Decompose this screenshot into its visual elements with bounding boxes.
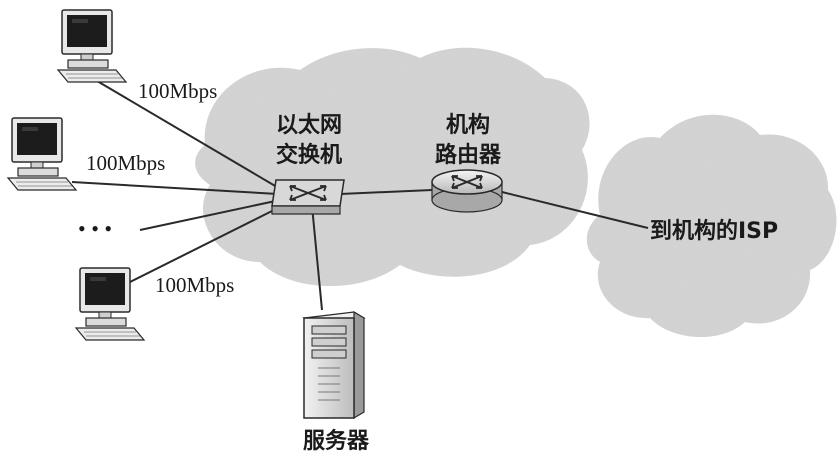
link-switch-to-router bbox=[339, 189, 433, 195]
router-label-line-2: 路由器 bbox=[435, 142, 502, 168]
institution-router-icon bbox=[431, 169, 503, 213]
ethernet-switch-icon bbox=[271, 179, 345, 215]
server-tower-icon bbox=[302, 310, 366, 420]
more-hosts-ellipsis: • • • bbox=[78, 216, 112, 241]
link-speed-label-3: 100Mbps bbox=[155, 273, 234, 297]
pc-icon-2 bbox=[7, 117, 77, 191]
link-pc-1-to-switch bbox=[91, 77, 283, 191]
link-pc-3-to-switch bbox=[121, 205, 283, 287]
link-switch-to-server bbox=[311, 205, 323, 311]
isp-cloud bbox=[586, 114, 837, 338]
link-ellipsis-to-switch bbox=[139, 199, 281, 231]
switch-label-line-2: 交换机 bbox=[276, 142, 342, 168]
router-label-line-1: 机构 bbox=[446, 112, 490, 138]
pc-icon-3 bbox=[75, 267, 145, 341]
link-speed-label-1: 100Mbps bbox=[138, 79, 217, 103]
pc-icon-1 bbox=[57, 9, 127, 83]
link-router-to-isp bbox=[501, 191, 649, 229]
link-pc-2-to-switch bbox=[71, 181, 279, 195]
link-speed-label-2: 100Mbps bbox=[86, 151, 165, 175]
isp-label: 到机构的ISP bbox=[650, 218, 778, 244]
server-label: 服务器 bbox=[303, 429, 370, 454]
switch-label-line-1: 以太网 bbox=[276, 113, 342, 138]
institution-network-cloud bbox=[195, 47, 590, 287]
